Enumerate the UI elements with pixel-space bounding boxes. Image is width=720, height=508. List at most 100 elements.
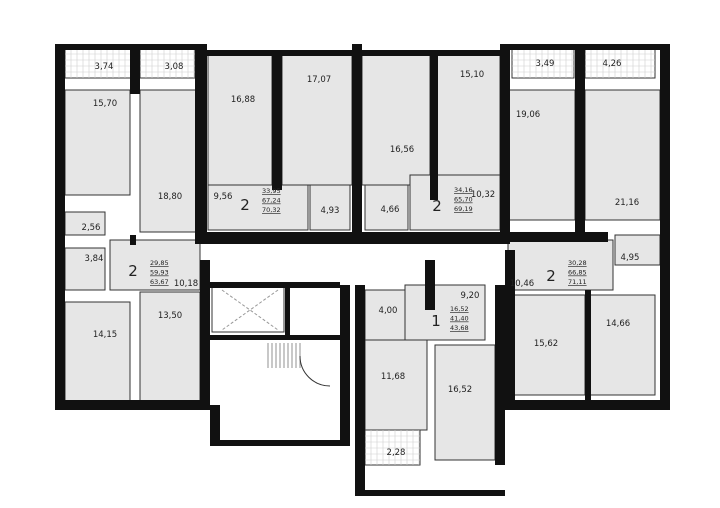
wall xyxy=(505,44,670,50)
entrance-door xyxy=(299,355,331,387)
room xyxy=(207,54,273,186)
room-area-label: 4,26 xyxy=(603,59,622,69)
wall xyxy=(200,260,210,410)
room xyxy=(64,89,131,196)
wall xyxy=(362,50,502,56)
room-area-label: 14,66 xyxy=(606,319,630,329)
wall xyxy=(495,285,505,465)
room xyxy=(309,184,351,231)
balcony-tiles xyxy=(65,48,132,78)
wall xyxy=(130,44,140,94)
room-area-label: 14,15 xyxy=(93,330,117,340)
staircase xyxy=(267,343,301,368)
apartment-area: 70,32 xyxy=(262,206,281,214)
room xyxy=(109,239,201,291)
wall xyxy=(430,50,438,200)
room-area-label: 9,56 xyxy=(214,192,233,202)
room-area-label: 19,06 xyxy=(516,110,540,120)
room xyxy=(584,89,661,221)
room xyxy=(434,344,496,461)
room xyxy=(207,184,309,231)
room-area-label: 16,56 xyxy=(390,145,414,155)
room-area-label: 9,20 xyxy=(461,291,480,301)
room xyxy=(64,301,131,406)
apartment-rooms-count: 2 xyxy=(128,262,138,280)
apartment-area: 66,85 xyxy=(568,269,587,277)
apartment-area: 71,11 xyxy=(568,278,587,286)
apartment-area: 29,85 xyxy=(150,259,169,267)
apartment-area: 41,40 xyxy=(450,315,469,323)
room xyxy=(511,294,586,396)
room xyxy=(361,54,431,186)
room-area-label: 4,66 xyxy=(381,205,400,215)
wall xyxy=(585,290,591,400)
room-area-label: 18,80 xyxy=(158,192,182,202)
apartment-area: 43,68 xyxy=(450,324,469,332)
wall xyxy=(210,440,350,446)
wall xyxy=(272,50,282,190)
room xyxy=(435,54,501,176)
apartment-area: 16,52 xyxy=(450,305,469,313)
room-area-label: 4,93 xyxy=(321,206,340,216)
apartment-area: 59,93 xyxy=(150,269,169,277)
wall xyxy=(210,335,350,340)
room-area-label: 15,62 xyxy=(534,339,558,349)
wall xyxy=(55,44,65,409)
room-area-label: 4,00 xyxy=(379,306,398,316)
apartment-rooms-count: 2 xyxy=(546,267,556,285)
room xyxy=(614,234,661,266)
balcony-tiles xyxy=(585,48,655,78)
wall xyxy=(505,250,515,400)
balcony xyxy=(511,47,575,79)
wall xyxy=(352,44,362,244)
wall xyxy=(285,287,290,337)
wall xyxy=(340,285,350,440)
room-area-label: 3,49 xyxy=(536,59,555,69)
room xyxy=(587,294,656,396)
wall xyxy=(55,400,205,410)
room-area-label: 16,88 xyxy=(231,95,255,105)
wall xyxy=(200,232,360,244)
apartment-area: 63,67 xyxy=(150,278,169,286)
room-area-label: 4,95 xyxy=(621,253,640,263)
wall xyxy=(508,232,608,242)
wall xyxy=(425,260,435,310)
wall xyxy=(660,44,670,409)
room xyxy=(364,339,428,431)
wall xyxy=(355,460,365,495)
room-area-label: 3,84 xyxy=(85,254,104,264)
apartment-area: 30,28 xyxy=(568,259,587,267)
apartment-area: 34,16 xyxy=(454,186,473,194)
apartment-area: 33,95 xyxy=(262,187,281,195)
apartment-rooms-count: 1 xyxy=(431,312,441,330)
room-area-label: 15,70 xyxy=(93,99,117,109)
room-area-label: 3,08 xyxy=(165,62,184,72)
wall xyxy=(200,50,352,56)
apartment-area: 69,19 xyxy=(454,205,473,213)
room xyxy=(409,174,501,231)
room xyxy=(404,284,486,341)
apartment-rooms-count: 2 xyxy=(240,196,250,214)
room-area-label: 10,46 xyxy=(510,279,534,289)
wall xyxy=(505,400,670,410)
wall xyxy=(210,405,220,445)
apartment-area: 67,24 xyxy=(262,197,281,205)
room-area-label: 2,56 xyxy=(82,223,101,233)
wall xyxy=(575,44,585,234)
wall xyxy=(355,490,505,496)
balcony-tiles xyxy=(512,48,574,78)
room-area-label: 15,10 xyxy=(460,70,484,80)
room-area-label: 17,07 xyxy=(307,75,331,85)
wall xyxy=(362,232,508,244)
room xyxy=(364,184,409,231)
balcony-tiles xyxy=(365,430,420,465)
wall xyxy=(355,285,365,460)
room-area-label: 11,68 xyxy=(381,372,405,382)
apartment-rooms-count: 2 xyxy=(432,197,442,215)
